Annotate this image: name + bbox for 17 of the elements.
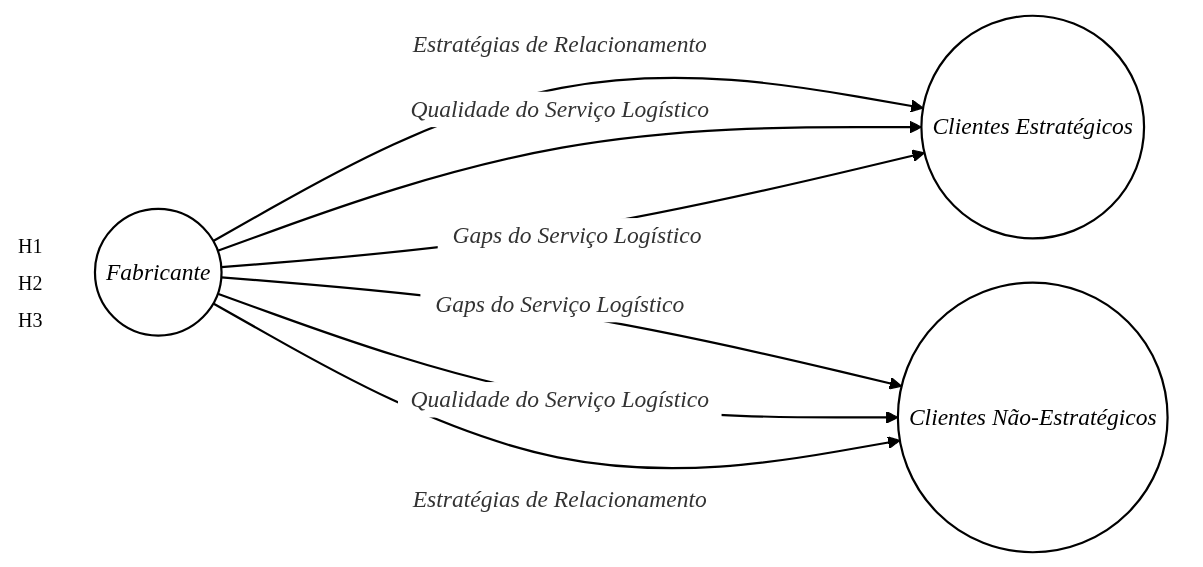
- hypothesis-label: H3: [18, 309, 43, 332]
- arrow: [217, 120, 923, 252]
- edge-label: Estratégias de Relacionamento: [413, 31, 708, 57]
- node-circle: Clientes Não-Estratégicos: [897, 280, 1170, 553]
- arrow: [221, 275, 903, 390]
- edge-label: Qualidade do Serviço Logístico: [410, 95, 710, 121]
- node-circle: Fabricante: [94, 207, 224, 337]
- hypothesis-label: H1: [18, 235, 43, 258]
- edge-label: Estratégias de Relacionamento: [413, 485, 708, 511]
- edge-label: Qualidade do Serviço Logístico: [410, 386, 710, 411]
- node-circle: Clientes Estratégicos: [920, 14, 1146, 240]
- arrow: [221, 148, 926, 268]
- arrow: [213, 301, 901, 469]
- edge-label: Gaps do Serviço Logístico: [452, 222, 702, 248]
- arrow: [217, 292, 899, 424]
- edge-label: Gaps do Serviço Logístico: [435, 290, 685, 316]
- hypothesis-label: H2: [18, 272, 43, 295]
